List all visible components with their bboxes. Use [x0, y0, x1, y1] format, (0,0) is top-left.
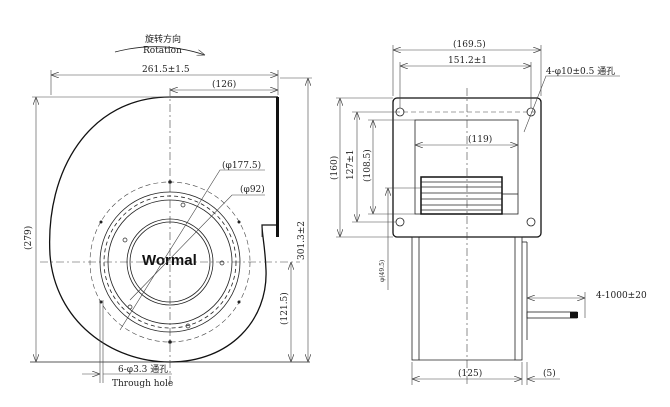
hole-note: 4-φ10±0.5 通孔 — [546, 66, 615, 77]
height-dim: (279) — [23, 226, 34, 250]
hole-spacing-dim: 151.2±1 — [448, 56, 487, 66]
flange-height-dim: (160) — [329, 156, 340, 180]
shaft-dim: (5) — [543, 368, 556, 379]
front-view: 旋转方向 Rotation Wormal (φ177.5) (φ92) — [23, 33, 312, 389]
width-dim: 261.5±1.5 — [142, 65, 190, 75]
motor-diameter-dim: φ(49.5) — [379, 260, 386, 282]
inlet-ring — [126, 218, 214, 306]
rotation-label-cn: 旋转方向 — [145, 33, 181, 45]
opening-height-dim: (108.5) — [362, 149, 373, 182]
hole-vertical-dim: 127±1 — [346, 150, 356, 180]
inner-diameter-dim: (φ92) — [240, 184, 265, 195]
hole-note-en: Through hole — [112, 379, 173, 389]
wire-length-dim: 4-1000±20 — [596, 291, 647, 301]
motor-body — [411, 236, 578, 361]
opening-width-dim: (119) — [468, 134, 492, 145]
outlet-flange — [276, 97, 279, 237]
outer-diameter-dim: (φ177.5) — [222, 160, 261, 171]
hole-note-cn: 6-φ3.3 通孔 — [118, 364, 168, 375]
mounting-hole-icons — [395, 107, 536, 227]
rotation-label-en: Rotation — [143, 46, 182, 56]
brand-logo: Wormal — [142, 252, 197, 269]
flange-width-dim: (169.5) — [453, 39, 486, 50]
offset-dim: (126) — [212, 79, 236, 90]
scroll-housing — [48, 96, 278, 363]
lead-wires — [526, 311, 578, 319]
fan-wheel — [420, 176, 518, 215]
center-height-dim: (121.5) — [279, 292, 290, 325]
body-depth-dim: (125) — [458, 368, 482, 379]
rotation-arrow-icon — [114, 46, 205, 55]
total-height-dim: 301.3±2 — [297, 221, 307, 260]
side-view: (169.5) 151.2±1 4-φ10±0.5 通孔 (160) 127±1… — [329, 39, 647, 385]
